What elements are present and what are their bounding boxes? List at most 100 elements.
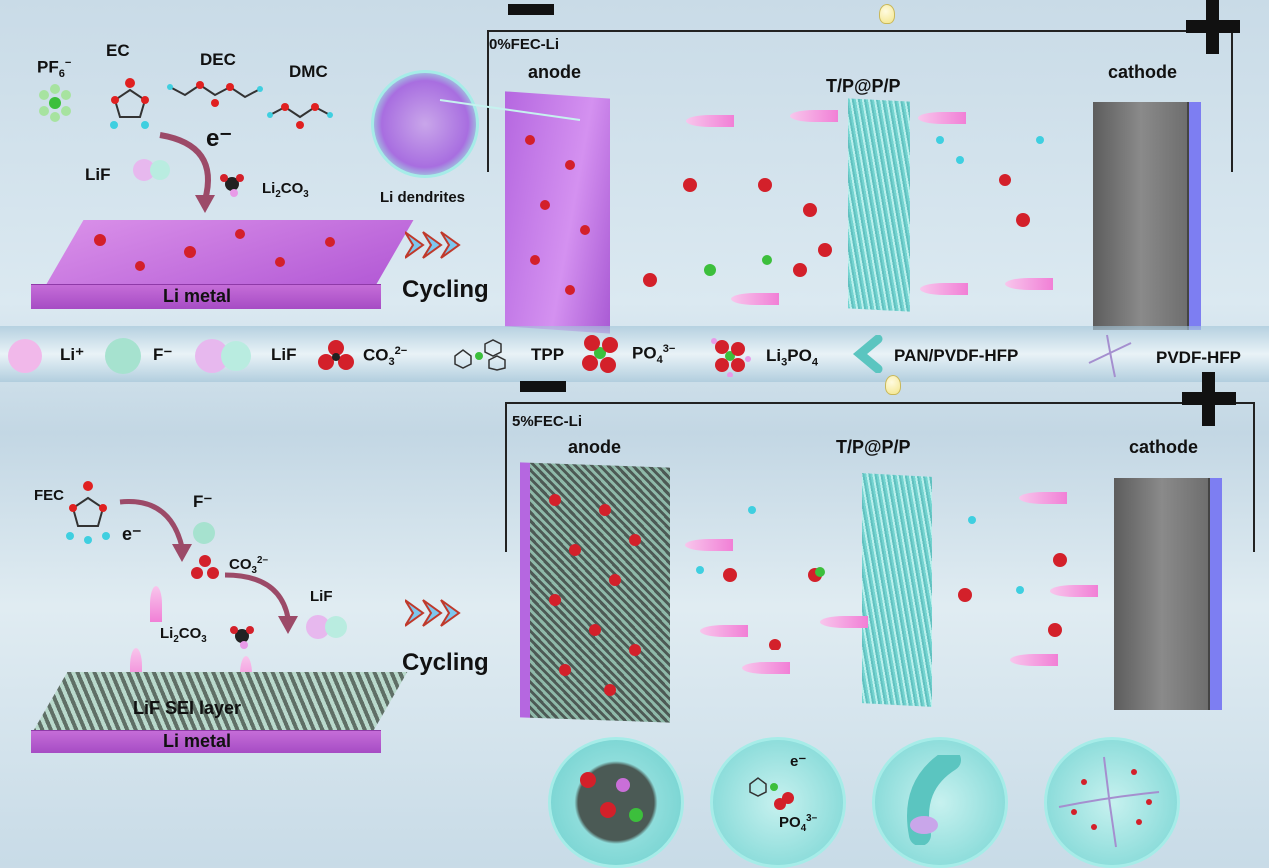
bottom-cathode-label: cathode bbox=[1129, 437, 1199, 457]
top-lif-label: LiF bbox=[85, 165, 111, 184]
pf6-label: PF6− bbox=[37, 57, 72, 81]
li-ion-icon bbox=[686, 115, 734, 127]
legend-pvdf: PVDF-HFP bbox=[1156, 348, 1241, 367]
legend-tpp: TPP bbox=[531, 345, 565, 364]
legend-li3po4: Li3PO4 bbox=[766, 346, 818, 369]
zoom-po4-label: PO43− bbox=[779, 813, 818, 834]
bottom-anode-title: 5%FEC-Li bbox=[512, 413, 583, 430]
top-cycling-arrow-icon bbox=[405, 231, 461, 259]
top-anode-particles bbox=[525, 135, 590, 295]
bottom-anode-particles bbox=[549, 494, 641, 696]
top-li2co3-label: Li2CO3 bbox=[262, 180, 309, 200]
dmc-label: DMC bbox=[289, 62, 328, 81]
dec-label: DEC bbox=[200, 50, 236, 69]
legend-co3: CO32− bbox=[363, 345, 408, 369]
bottom-co3-label: CO32− bbox=[229, 555, 269, 576]
zoom-anode-particles bbox=[580, 772, 643, 822]
pvdf-fiber-icon bbox=[1088, 334, 1132, 378]
bottom-li2co3-label: Li2CO3 bbox=[160, 625, 207, 645]
sei-layer-label: LiF SEI layer bbox=[133, 698, 242, 718]
top-reaction-arrow-icon bbox=[159, 132, 215, 213]
bottom-negative-sign bbox=[520, 381, 566, 392]
pan-fiber-icon bbox=[852, 335, 883, 373]
dec-molecule-icon bbox=[167, 81, 263, 107]
po4-icon bbox=[582, 335, 618, 373]
legend-li-plus: Li⁺ bbox=[60, 345, 85, 364]
bottom-cycling-arrow-icon bbox=[405, 599, 461, 627]
li-ion-icon bbox=[685, 539, 733, 551]
bottom-reaction-arrow-1-icon bbox=[119, 499, 192, 562]
li-ion-icon bbox=[1050, 585, 1098, 597]
li-ion-icon bbox=[1019, 492, 1067, 504]
ec-label: EC bbox=[106, 41, 130, 60]
top-negative-sign bbox=[508, 4, 554, 15]
li-ion-icon bbox=[700, 625, 748, 637]
bottom-cathode bbox=[1114, 478, 1222, 710]
top-anode-title: 0%FEC-Li bbox=[489, 36, 560, 53]
f-minus-icon bbox=[105, 338, 141, 374]
ec-molecule-icon bbox=[110, 78, 149, 129]
top-li-metal-front bbox=[31, 284, 381, 309]
li-plus-icon bbox=[8, 339, 42, 373]
top-cathode-label: cathode bbox=[1108, 62, 1178, 82]
bottom-reaction-arrow-2-icon bbox=[224, 572, 298, 634]
top-li-metal-label: Li metal bbox=[163, 286, 232, 306]
bottom-lif-label: LiF bbox=[310, 588, 333, 605]
legend-pan: PAN/PVDF-HFP bbox=[894, 346, 1019, 365]
legend-f-minus: F⁻ bbox=[153, 345, 173, 364]
bottom-lif-icon bbox=[306, 615, 347, 639]
li-ion-icon bbox=[918, 112, 966, 124]
zoom-pvdf-circle bbox=[1044, 737, 1180, 868]
zoom-fiber-icon bbox=[907, 755, 961, 845]
legend-po4: PO43− bbox=[632, 343, 676, 367]
top-molecules-graphic bbox=[39, 78, 333, 129]
li3po4-icon bbox=[711, 338, 751, 377]
lif-icon bbox=[195, 339, 251, 373]
top-separator-label: T/P@P/P bbox=[826, 76, 901, 96]
fec-molecule-icon bbox=[66, 481, 110, 544]
zoom-electron-label: e⁻ bbox=[790, 753, 807, 770]
zoom-tpp-molecule-icon bbox=[749, 777, 794, 810]
top-cycling-label: Cycling bbox=[402, 276, 489, 303]
li-dendrites-label: Li dendrites bbox=[380, 189, 466, 206]
top-cathode bbox=[1093, 102, 1201, 330]
top-positive-sign bbox=[1186, 0, 1240, 54]
bottom-separator-label: T/P@P/P bbox=[836, 437, 911, 457]
bottom-li-metal-label: Li metal bbox=[163, 731, 232, 751]
dendrite-zoom-circle bbox=[371, 70, 479, 178]
bottom-li-metal-front bbox=[31, 730, 381, 753]
li-ion-icon bbox=[150, 586, 162, 622]
top-anode-zoom-line bbox=[439, 99, 581, 121]
li-ion-icon bbox=[742, 662, 790, 674]
bottom-positive-sign bbox=[1182, 372, 1236, 426]
top-bulb-icon bbox=[879, 4, 895, 24]
bottom-f-minus-label: F⁻ bbox=[193, 492, 213, 511]
bottom-f-minus-icon bbox=[193, 522, 215, 544]
li-ion-icon bbox=[920, 283, 968, 295]
top-anode-label: anode bbox=[528, 62, 582, 82]
fec-label: FEC bbox=[34, 487, 64, 504]
li-ion-icon bbox=[731, 293, 779, 305]
bottom-electron-label: e⁻ bbox=[122, 524, 142, 544]
li2co3-molecule-icon bbox=[220, 174, 244, 197]
top-electron-label: e⁻ bbox=[206, 125, 233, 152]
co3-icon bbox=[318, 340, 354, 370]
li-ion-icon bbox=[1010, 654, 1058, 666]
zoom-pvdf-fiber-icon bbox=[1058, 756, 1160, 848]
pf6-molecule-icon bbox=[39, 84, 71, 122]
lif-pair-icon bbox=[133, 159, 170, 181]
li-ion-icon bbox=[790, 110, 838, 122]
legend-lif: LiF bbox=[271, 345, 297, 364]
bottom-electrolyte-particles bbox=[696, 506, 1067, 650]
bottom-li2co3-icon bbox=[230, 626, 254, 649]
tpp-icon bbox=[454, 339, 506, 371]
bottom-co3-icon bbox=[191, 555, 219, 579]
bottom-cycling-label: Cycling bbox=[402, 649, 489, 676]
top-circuit-wire bbox=[487, 30, 1233, 172]
bottom-anode-label: anode bbox=[568, 437, 622, 457]
li-ion-icon bbox=[1005, 278, 1053, 290]
top-co3-particles bbox=[94, 229, 335, 271]
dmc-molecule-icon bbox=[267, 103, 333, 129]
bottom-bulb-icon bbox=[885, 375, 901, 395]
li-ion-icon bbox=[820, 616, 868, 628]
